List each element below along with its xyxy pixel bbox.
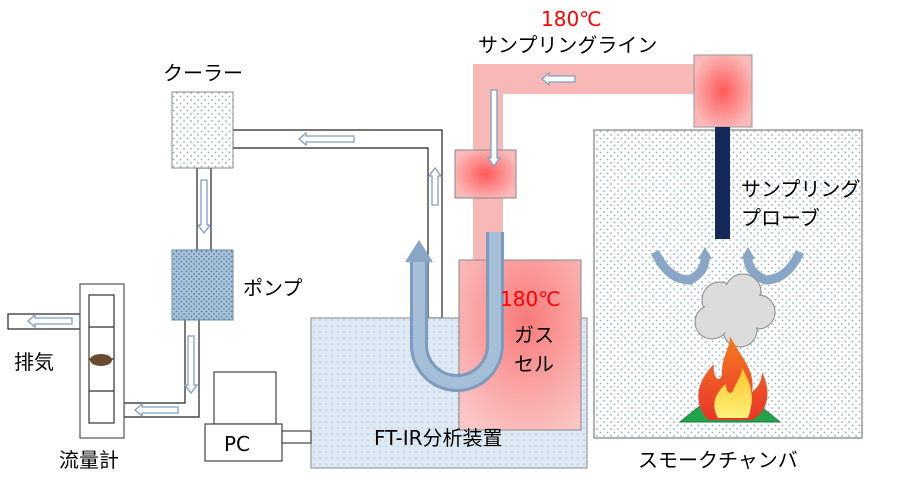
- left-arrow-icon: [134, 402, 179, 418]
- convection-arrow-left-icon: [650, 249, 710, 285]
- ftir-label: FT-IR分析装置: [374, 426, 503, 450]
- gas-cell-temperature: 180℃: [500, 287, 561, 311]
- flow-arrows: [27, 71, 576, 418]
- cooler-label: クーラー: [163, 61, 243, 85]
- sampling-probe: [715, 127, 730, 239]
- up-arrow-icon: [405, 240, 433, 262]
- convection-arrow-right-icon: [743, 249, 805, 285]
- exhaust-label: 排気: [14, 350, 54, 374]
- smoke-chamber-label: スモークチャンバ: [638, 448, 798, 472]
- pc: [204, 371, 312, 462]
- gas-cell-label-line2: セル: [514, 352, 554, 376]
- left-arrow-icon: [298, 131, 355, 147]
- sampling-heater-block: [693, 54, 753, 128]
- gas-cell-label-line1: ガス: [514, 323, 554, 347]
- pump-label: ポンプ: [243, 276, 303, 300]
- down-arrow-icon: [486, 89, 502, 168]
- left-arrow-icon: [541, 71, 576, 87]
- down-arrow-icon: [196, 179, 212, 235]
- cooler-box: [171, 91, 234, 169]
- left-arrow-icon: [27, 313, 73, 329]
- flowmeter-label: 流量計: [59, 448, 119, 472]
- sampling-probe-label-line2: プローブ: [741, 206, 820, 230]
- heated-filter-block: [454, 149, 517, 199]
- flowmeter: [79, 283, 125, 439]
- down-arrow-icon: [183, 335, 199, 395]
- pump-box: [171, 249, 234, 321]
- sampling-line-label: サンプリングライン: [478, 33, 658, 57]
- flowmeter-float: [90, 354, 112, 366]
- gas-cell-box: [458, 259, 582, 431]
- sampling-probe-label-line1: サンプリング: [741, 177, 861, 201]
- sampling-line-temperature: 180℃: [541, 7, 602, 31]
- up-arrow-icon: [427, 166, 443, 206]
- pc-label: PC: [224, 432, 251, 456]
